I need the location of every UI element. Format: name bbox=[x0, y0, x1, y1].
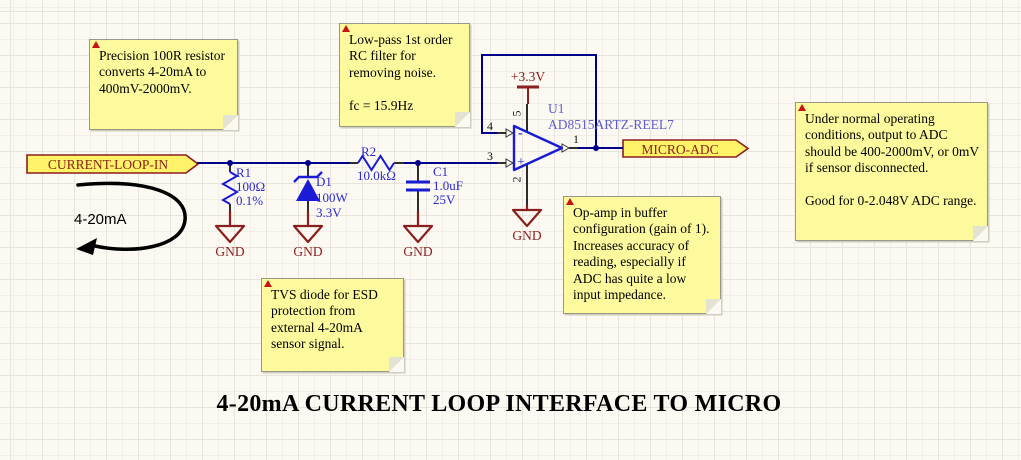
pin-arrow-noninverting bbox=[505, 158, 515, 168]
r1-labels[interactable]: R1 100Ω 0.1% bbox=[236, 166, 265, 208]
d1-cathode-bar bbox=[293, 171, 323, 183]
c1-voltage[interactable]: 25V bbox=[433, 192, 456, 207]
vcc-net-label: +3.3V bbox=[510, 69, 546, 84]
tvs-diode-d1-symbol[interactable] bbox=[293, 171, 323, 201]
gnd-label-u1: GND bbox=[512, 228, 542, 243]
gnd-symbol-d1[interactable] bbox=[292, 211, 324, 244]
note-collapse-icon[interactable] bbox=[92, 41, 100, 48]
junction-r1 bbox=[227, 160, 233, 166]
gnd-label-c1: GND bbox=[403, 244, 433, 259]
gnd-label-d1: GND bbox=[293, 244, 323, 259]
gnd-triangle bbox=[511, 208, 543, 228]
u1-pin2-number: 2 bbox=[509, 176, 524, 183]
c1-designator[interactable]: C1 bbox=[433, 164, 449, 179]
gnd-symbol-c1[interactable] bbox=[402, 211, 434, 244]
u1-noninverting-mark: + bbox=[517, 155, 525, 170]
d1-voltage[interactable]: 3.3V bbox=[316, 205, 342, 220]
capacitor-c1-symbol[interactable] bbox=[406, 180, 430, 192]
d1-anode-triangle bbox=[296, 179, 320, 201]
junction-d1 bbox=[305, 160, 311, 166]
pin-arrow-inverting bbox=[505, 128, 515, 138]
port-micro-adc-label: MICRO-ADC bbox=[641, 142, 719, 157]
note-text: TVS diode for ESD protection from extern… bbox=[271, 287, 378, 352]
sheet-title: 4-20mA CURRENT LOOP INTERFACE TO MICRO bbox=[216, 391, 782, 417]
u1-pin3-number: 3 bbox=[487, 149, 493, 163]
r1-tolerance[interactable]: 0.1% bbox=[236, 193, 264, 208]
resistor-r1-symbol[interactable] bbox=[220, 171, 240, 205]
note-low-pass-filter[interactable]: Low-pass 1st order RC filter for removin… bbox=[339, 23, 470, 127]
gnd-triangle bbox=[214, 224, 246, 244]
r1-value[interactable]: 100Ω bbox=[236, 179, 266, 194]
c1-value[interactable]: 1.0uF bbox=[433, 178, 463, 193]
note-text: Low-pass 1st order RC filter for removin… bbox=[349, 32, 453, 113]
junction-output bbox=[593, 145, 599, 151]
u1-pin4-number: 4 bbox=[487, 119, 493, 133]
wire-feedback[interactable] bbox=[481, 54, 597, 148]
note-collapse-icon[interactable] bbox=[798, 104, 806, 111]
r1-designator[interactable]: R1 bbox=[236, 165, 252, 180]
r2-designator[interactable]: R2 bbox=[361, 144, 377, 159]
note-opamp-buffer[interactable]: Op-amp in buffer configuration (gain of … bbox=[563, 196, 721, 314]
u1-pin5-number: 5 bbox=[509, 110, 524, 117]
note-text: Precision 100R resistor converts 4-20mA … bbox=[99, 48, 225, 96]
u1-pin1-number: 1 bbox=[573, 132, 579, 146]
loop-current-label: 4-20mA bbox=[74, 211, 127, 228]
junction-c1 bbox=[415, 160, 421, 166]
note-precision-resistor[interactable]: Precision 100R resistor converts 4-20mA … bbox=[89, 39, 238, 130]
current-loop-arrow bbox=[76, 181, 187, 255]
gnd-symbol-u1[interactable] bbox=[511, 205, 543, 228]
port-current-loop-in-label: CURRENT-LOOP-IN bbox=[47, 157, 169, 172]
note-tvs-diode[interactable]: TVS diode for ESD protection from extern… bbox=[261, 278, 404, 372]
port-micro-adc[interactable] bbox=[622, 139, 750, 158]
d1-designator[interactable]: D1 bbox=[316, 174, 332, 189]
u1-part-number[interactable]: AD8515ARTZ-REEL7 bbox=[548, 117, 674, 132]
d1-labels[interactable]: D1 100W 3.3V bbox=[316, 174, 348, 221]
resistor-r2-symbol[interactable] bbox=[357, 154, 395, 172]
u1-inverting-mark: - bbox=[518, 126, 523, 141]
note-collapse-icon[interactable] bbox=[342, 25, 350, 32]
power-rail-3v3-symbol[interactable] bbox=[517, 85, 539, 104]
note-text: Under normal operating conditions, outpu… bbox=[805, 111, 979, 209]
u1-labels[interactable]: U1 AD8515ARTZ-REEL7 bbox=[548, 101, 674, 133]
d1-power-rating[interactable]: 100W bbox=[316, 189, 348, 205]
port-current-loop-in[interactable] bbox=[26, 154, 200, 174]
gnd-label-r1: GND bbox=[215, 244, 245, 259]
note-text: Op-amp in buffer configuration (gain of … bbox=[573, 205, 710, 303]
gnd-triangle bbox=[402, 224, 434, 244]
c1-labels[interactable]: C1 1.0uF 25V bbox=[433, 165, 463, 207]
gnd-symbol-r1[interactable] bbox=[214, 211, 246, 244]
opamp-u1-symbol[interactable] bbox=[512, 124, 564, 172]
gnd-triangle bbox=[292, 224, 324, 244]
note-collapse-icon[interactable] bbox=[264, 280, 272, 287]
r2-value[interactable]: 10.0kΩ bbox=[357, 168, 396, 183]
note-adc-range[interactable]: Under normal operating conditions, outpu… bbox=[795, 102, 988, 241]
u1-designator[interactable]: U1 bbox=[548, 101, 565, 116]
note-collapse-icon[interactable] bbox=[566, 198, 574, 205]
